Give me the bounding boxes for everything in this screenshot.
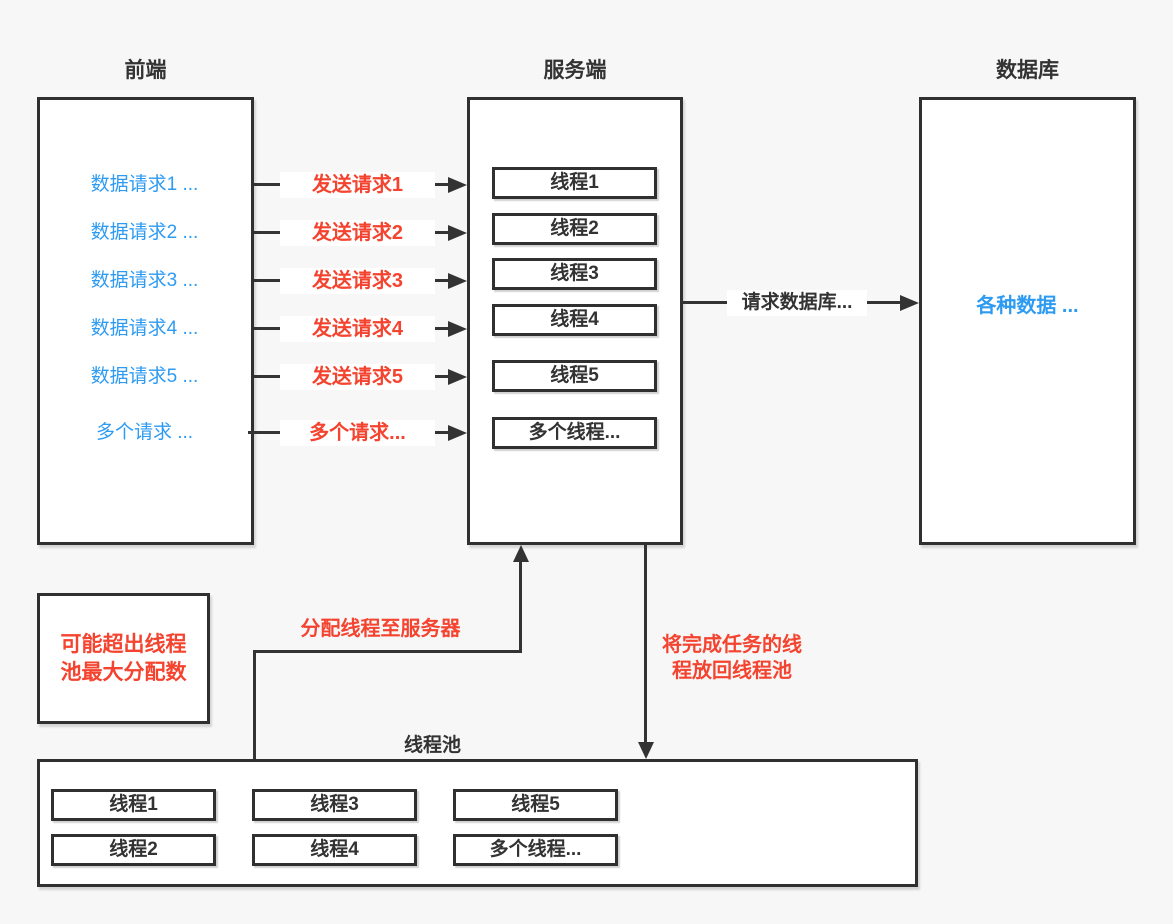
- database-content: 各种数据 ...: [976, 295, 1079, 317]
- database-box: [919, 97, 1136, 545]
- return-line-vertical: [644, 545, 647, 743]
- server-thread-2: 线程2: [492, 213, 657, 245]
- thread-pool-box: [37, 759, 918, 887]
- query-db-label: 请求数据库...: [727, 290, 867, 316]
- server-title: 服务端: [543, 59, 607, 82]
- return-label-line-2: 程放回线程池: [672, 660, 792, 682]
- arrow-right-icon: [448, 177, 467, 193]
- frontend-box: [37, 97, 254, 545]
- frontend-request-1: 数据请求1 ...: [90, 174, 199, 195]
- arrow-right-icon: [448, 225, 467, 241]
- server-thread-5: 线程5: [492, 360, 657, 392]
- send-request-5-label: 发送请求5: [280, 364, 435, 390]
- arrow-up-icon: [513, 545, 529, 562]
- pool-thread-3: 线程3: [252, 789, 417, 821]
- pool-thread-5: 线程5: [453, 789, 618, 821]
- send-request-4-label: 发送请求4: [280, 316, 435, 342]
- note-box: 可能超出线程 池最大分配数: [37, 593, 210, 724]
- pool-thread-4: 线程4: [252, 834, 417, 866]
- database-title: 数据库: [996, 59, 1059, 82]
- frontend-request-4: 数据请求4 ...: [90, 318, 199, 339]
- allocate-label: 分配线程至服务器: [300, 618, 461, 640]
- frontend-request-2: 数据请求2 ...: [90, 222, 199, 243]
- note-line-1: 可能超出线程: [60, 632, 187, 656]
- pool-title: 线程池: [403, 735, 461, 756]
- frontend-request-3: 数据请求3 ...: [90, 270, 199, 291]
- server-thread-3: 线程3: [492, 258, 657, 290]
- arrow-right-icon: [448, 425, 467, 441]
- note-line-2: 池最大分配数: [60, 660, 187, 684]
- frontend-title: 前端: [124, 59, 167, 82]
- server-thread-more: 多个线程...: [492, 417, 657, 449]
- frontend-request-more: 多个请求 ...: [95, 422, 194, 443]
- server-thread-4: 线程4: [492, 304, 657, 336]
- send-request-3-label: 发送请求3: [280, 268, 435, 294]
- send-request-more-label: 多个请求...: [280, 420, 435, 446]
- arrow-right-icon: [448, 321, 467, 337]
- arrow-right-icon: [448, 369, 467, 385]
- send-request-2-label: 发送请求2: [280, 220, 435, 246]
- frontend-request-5: 数据请求5 ...: [90, 366, 199, 387]
- arrow-right-icon: [448, 273, 467, 289]
- pool-thread-more: 多个线程...: [453, 834, 618, 866]
- pool-thread-1: 线程1: [51, 789, 216, 821]
- arrow-down-icon: [638, 742, 654, 759]
- server-thread-1: 线程1: [492, 167, 657, 199]
- return-label-line-1: 将完成任务的线: [662, 634, 802, 656]
- allocate-line-vertical-left: [253, 650, 256, 760]
- pool-thread-2: 线程2: [51, 834, 216, 866]
- allocate-line-vertical-right: [519, 560, 522, 653]
- send-request-1-label: 发送请求1: [280, 172, 435, 198]
- allocate-line-horizontal: [253, 650, 522, 653]
- arrow-right-icon: [900, 295, 919, 311]
